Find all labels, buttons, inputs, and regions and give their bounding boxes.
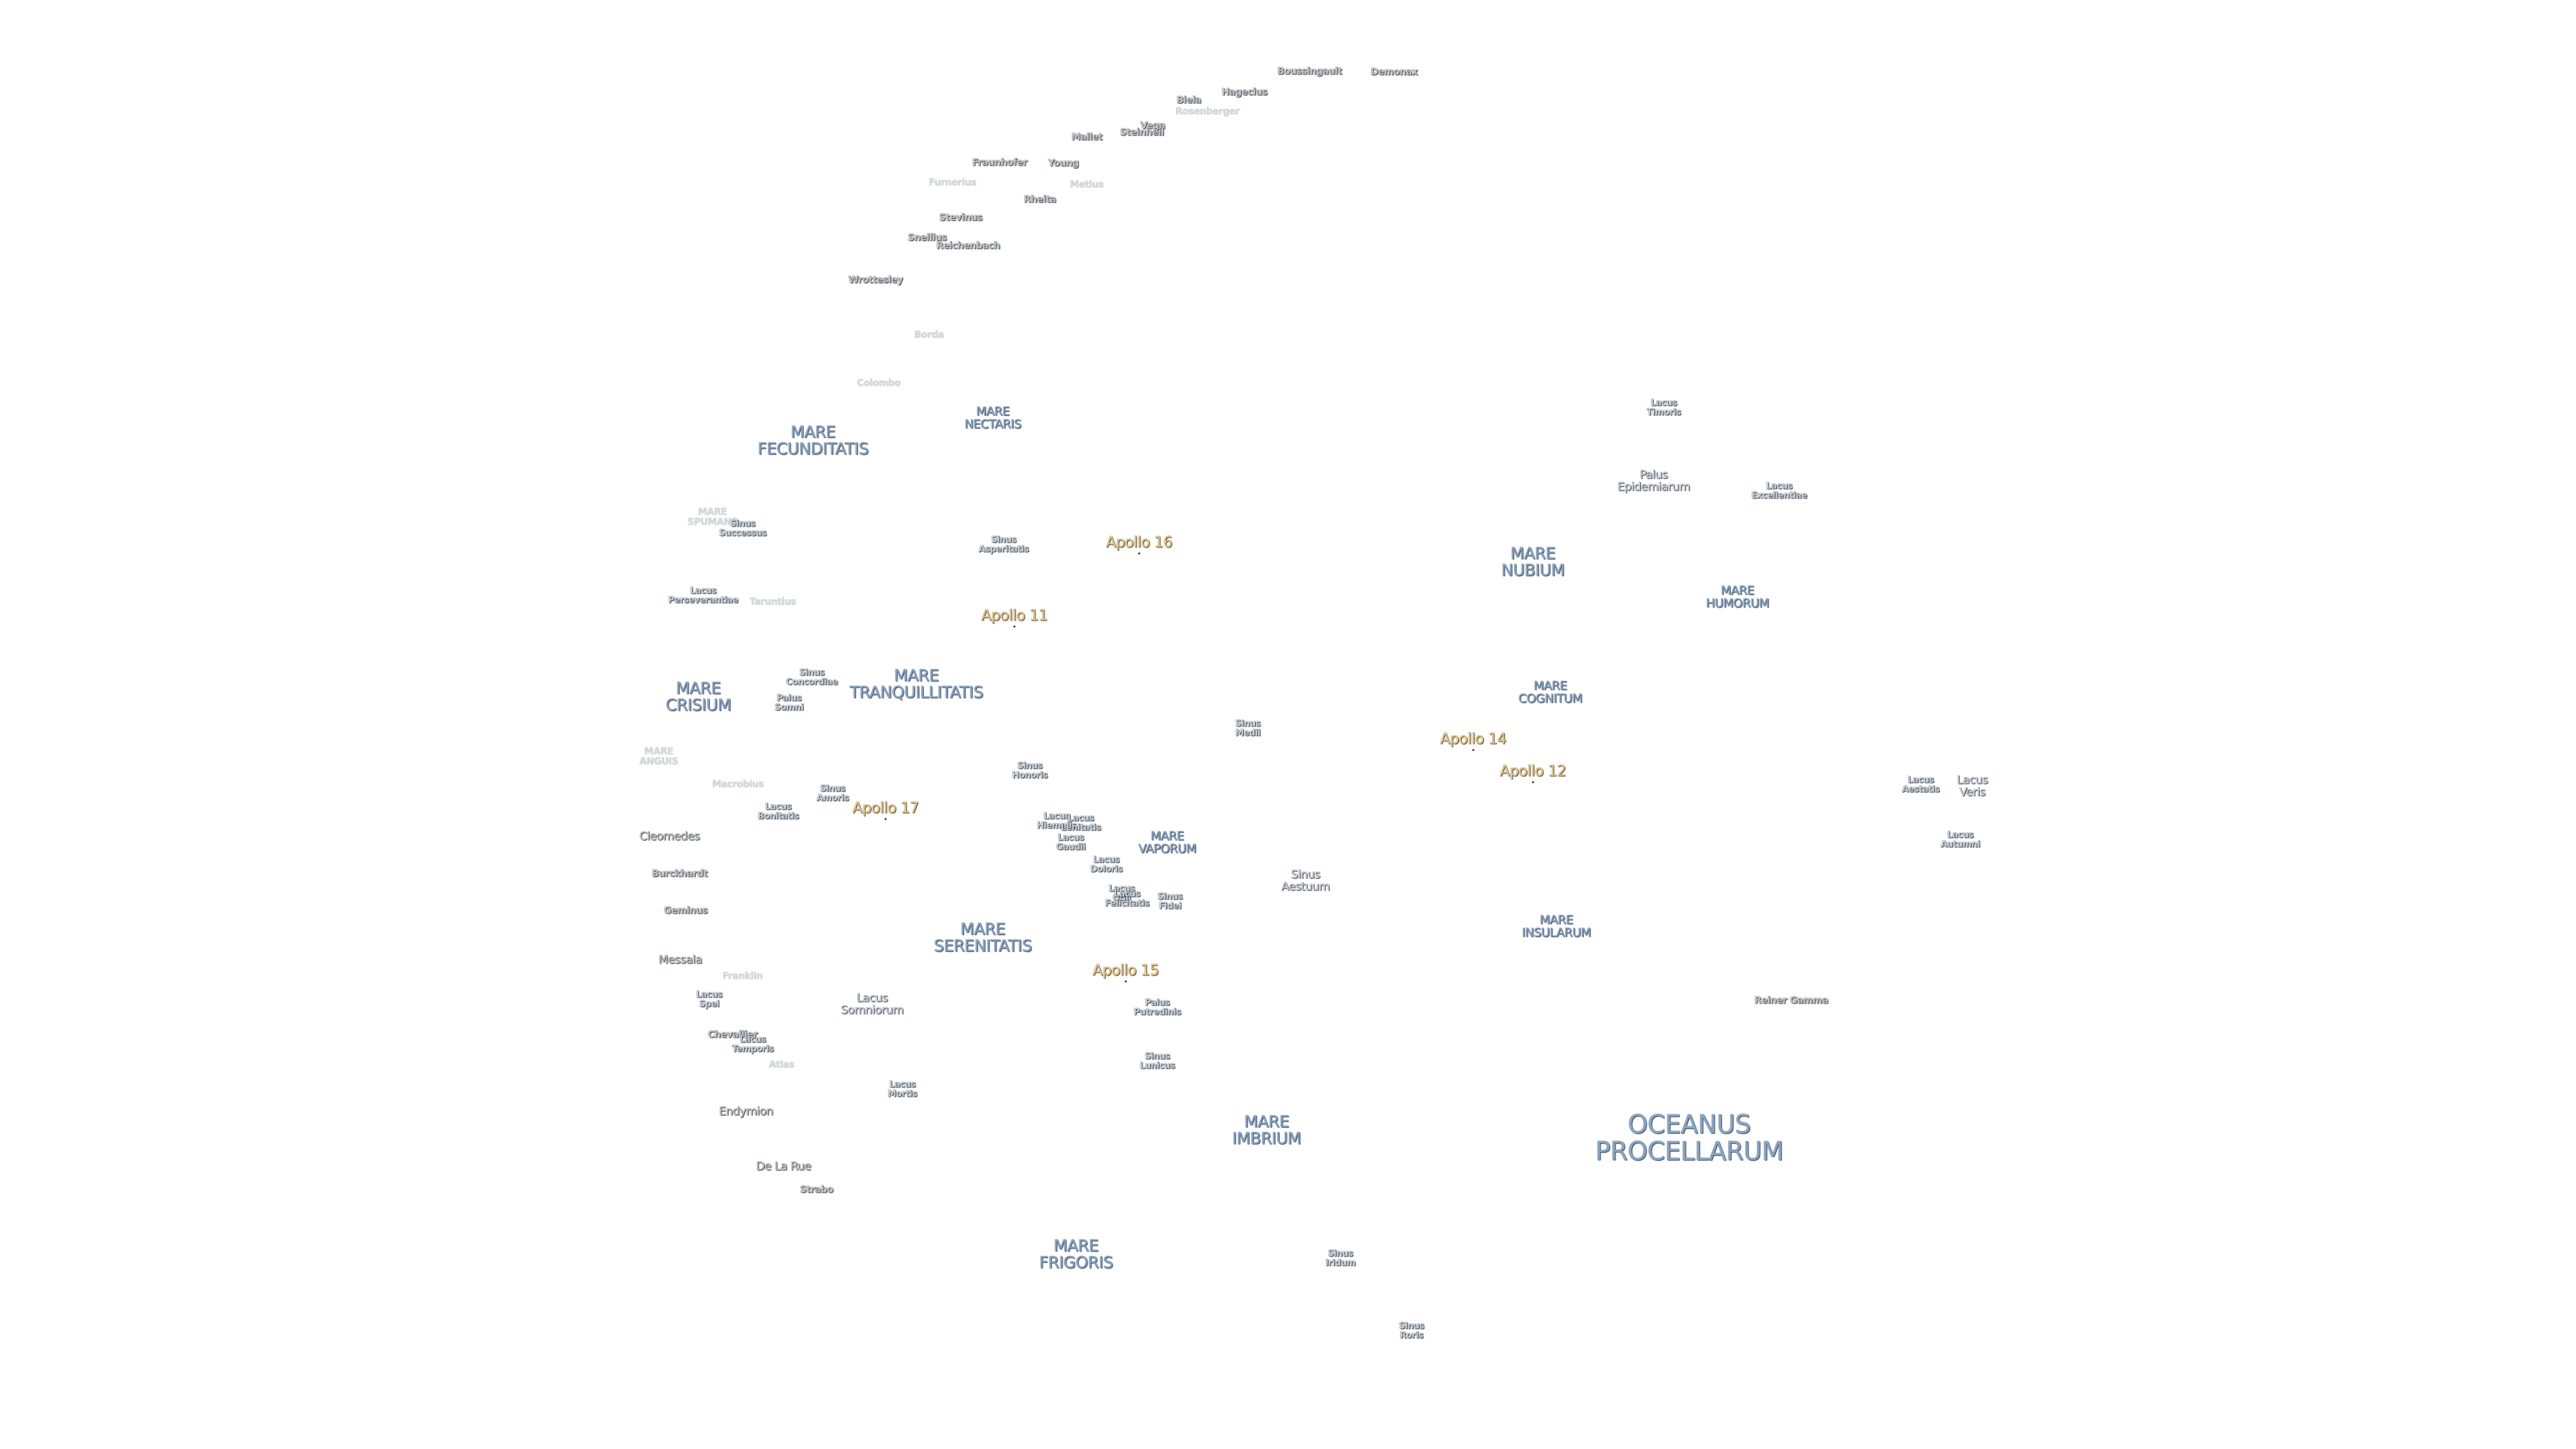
label-mare-insularum: MARE INSULARUM bbox=[1521, 913, 1591, 940]
label-lacus-autumni: Lacus Autumni bbox=[1940, 830, 1980, 849]
label-furnerius: Furnerius bbox=[928, 177, 977, 189]
label-lacus-lenitatis: Lacus Lenitatis bbox=[1061, 813, 1101, 833]
label-lacus-excellentiae: Lacus Excellentiae bbox=[1751, 481, 1807, 500]
label-palus-somni: Palus Somni bbox=[774, 693, 804, 712]
label-sinus-honoris: Sinus Honoris bbox=[1012, 761, 1048, 780]
label-sinus-lunicus: Sinus Lunicus bbox=[1139, 1051, 1175, 1071]
label-vega: Vega bbox=[1140, 120, 1165, 131]
label-sinus-amoris: Sinus Amoris bbox=[816, 784, 849, 803]
label-mare-crisium: MARE CRISIUM bbox=[665, 678, 731, 714]
label-sinus-successus: Sinus Successus bbox=[718, 519, 767, 538]
label-lacus-doloris: Lacus Doloris bbox=[1089, 855, 1123, 874]
label-lacus-spei: Lacus Spei bbox=[696, 989, 722, 1009]
label-chevallier: Chevallier bbox=[707, 1029, 758, 1040]
label-lacus-aestatis: Lacus Aestatis bbox=[1901, 775, 1940, 794]
label-snellius: Snellius bbox=[907, 232, 947, 244]
label-apollo-11: Apollo 11 bbox=[981, 607, 1048, 628]
label-steinheil: Steinheil bbox=[1120, 127, 1164, 138]
label-reiner-gamma: Reiner Gamma bbox=[1754, 995, 1828, 1006]
label-apollo-17: Apollo 17 bbox=[852, 800, 919, 820]
label-demonax: Demonax bbox=[1370, 66, 1418, 78]
label-mare-cognitum: MARE COGNITUM bbox=[1518, 679, 1582, 706]
label-mallet: Mallet bbox=[1071, 131, 1103, 143]
label-rosenberger: Rosenberger bbox=[1175, 106, 1240, 117]
label-lacus-odii: Lacus Odii bbox=[1108, 883, 1135, 903]
label-mare-frigoris: MARE FRIGORIS bbox=[1038, 1236, 1114, 1272]
label-borda: Borda bbox=[914, 329, 945, 341]
label-mare-nectaris: MARE NECTARIS bbox=[964, 405, 1022, 431]
label-stevinus: Stevinus bbox=[938, 212, 983, 223]
label-lacus-felicitatis: Lacus Felicitatis bbox=[1104, 889, 1150, 908]
label-apollo-15: Apollo 15 bbox=[1092, 962, 1159, 983]
label-mare-spumans: MARE SPUMANS bbox=[687, 506, 738, 527]
label-mare-serenitatis: MARE SERENITATIS bbox=[933, 919, 1032, 955]
label-oceanus-procellarum: OCEANUS PROCELLARUM bbox=[1595, 1110, 1784, 1166]
label-strabo: Strabo bbox=[800, 1184, 833, 1195]
label-mare-imbrium: MARE IMBRIUM bbox=[1232, 1112, 1301, 1148]
label-de-la-rue: De La Rue bbox=[755, 1160, 812, 1174]
label-mare-anguis: MARE ANGUIS bbox=[639, 746, 678, 767]
label-palus-epidemiarum: Palus Epidemiarum bbox=[1617, 468, 1690, 494]
label-lacus-somniorum: Lacus Somniorum bbox=[841, 991, 904, 1017]
label-lacus-hiemalis: Lacus Hiemalis bbox=[1036, 811, 1077, 830]
label-rheita: Rheita bbox=[1023, 194, 1057, 205]
label-mare-fecunditatis: MARE FECUNDITATIS bbox=[757, 422, 869, 458]
label-mare-nubium: MARE NUBIUM bbox=[1501, 543, 1565, 580]
label-atlas: Atlas bbox=[769, 1059, 794, 1071]
label-wrottesley: Wrottesley bbox=[848, 274, 903, 286]
label-lacus-timoris: Lacus Timoris bbox=[1646, 398, 1681, 417]
label-lacus-perseverantiae: Lacus Perseverantiae bbox=[667, 586, 739, 605]
label-lacus-temporis: Lacus Temporis bbox=[731, 1034, 774, 1054]
label-fraunhofer: Fraunhofer bbox=[971, 157, 1028, 168]
label-messala: Messala bbox=[658, 953, 702, 967]
label-sinus-asperitatis: Sinus Asperitatis bbox=[978, 535, 1029, 554]
label-boussingault: Boussingault bbox=[1277, 66, 1342, 77]
label-taruntius: Taruntius bbox=[749, 596, 796, 608]
label-sinus-roris: Sinus Roris bbox=[1399, 1321, 1424, 1340]
label-young: Young bbox=[1048, 158, 1079, 169]
label-lacus-gaudii: Lacus Gaudii bbox=[1056, 833, 1085, 852]
label-lacus-bonitatis: Lacus Bonitatis bbox=[757, 802, 799, 821]
label-sinus-iridum: Sinus Iridum bbox=[1325, 1248, 1356, 1268]
label-palus-putredinis: Palus Putredinis bbox=[1133, 998, 1181, 1017]
label-cleomedes: Cleomedes bbox=[639, 830, 700, 844]
label-hagecius: Hagecius bbox=[1221, 87, 1268, 98]
label-franklin: Franklin bbox=[722, 971, 763, 982]
label-sinus-aestuum: Sinus Aestuum bbox=[1281, 868, 1330, 894]
label-sinus-concordiae: Sinus Concordiae bbox=[786, 667, 838, 687]
label-reichenbach: Reichenbach bbox=[936, 240, 1000, 252]
label-macrobius: Macrobius bbox=[712, 779, 764, 790]
label-lacus-mortis: Lacus Mortis bbox=[888, 1079, 917, 1099]
label-apollo-12: Apollo 12 bbox=[1499, 763, 1566, 784]
label-metius: Metius bbox=[1069, 179, 1104, 191]
label-mare-humorum: MARE HUMORUM bbox=[1705, 584, 1770, 610]
label-mare-vaporum: MARE VAPORUM bbox=[1138, 829, 1197, 856]
label-sinus-fidei: Sinus Fidei bbox=[1157, 892, 1183, 911]
label-endymion: Endymion bbox=[718, 1105, 773, 1119]
label-colombo: Colombo bbox=[857, 378, 901, 389]
label-sinus-medii: Sinus Medii bbox=[1235, 718, 1260, 738]
label-apollo-14: Apollo 14 bbox=[1440, 731, 1507, 751]
label-mare-tranquillitatis: MARE TRANQUILLITATIS bbox=[849, 665, 983, 702]
label-burckhardt: Burckhardt bbox=[651, 868, 708, 879]
label-apollo-16: Apollo 16 bbox=[1106, 534, 1173, 555]
label-geminus: Geminus bbox=[663, 905, 708, 916]
label-biela: Biela bbox=[1176, 95, 1201, 106]
label-lacus-veris: Lacus Veris bbox=[1956, 773, 1988, 799]
